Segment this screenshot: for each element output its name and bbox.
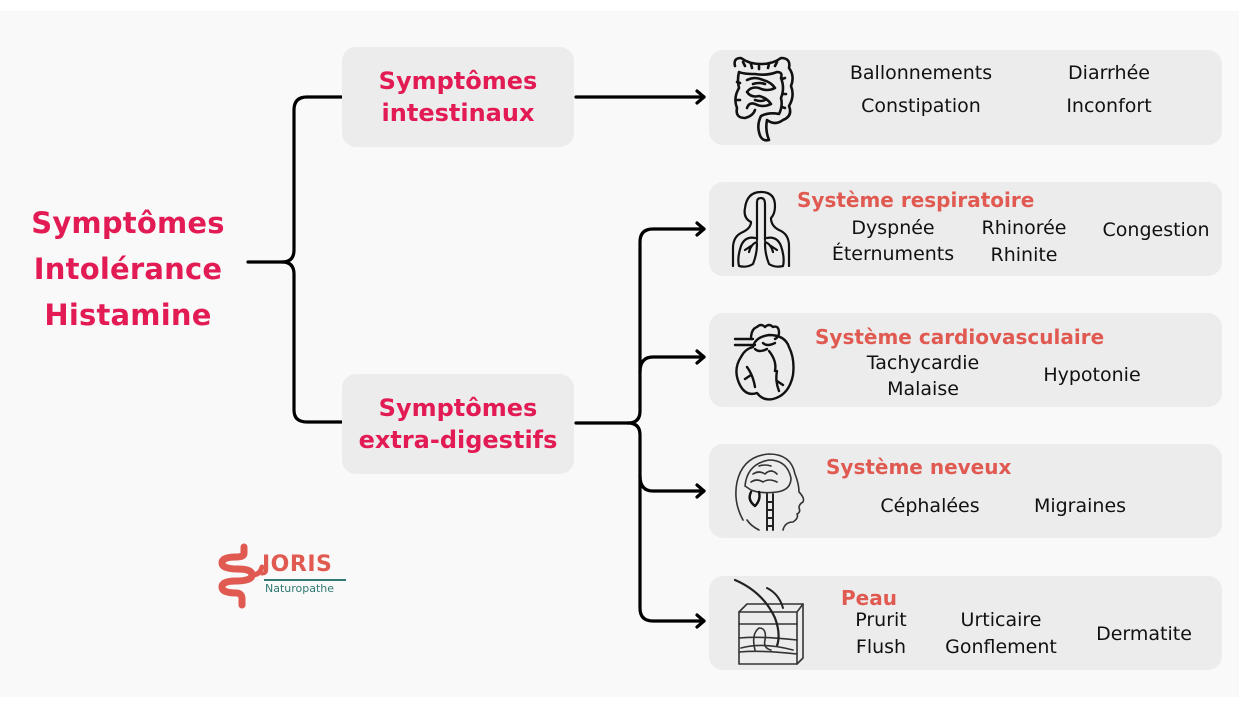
diagram-title: Symptômes Intolérance Histamine — [14, 200, 242, 338]
category-label: intestinaux — [381, 99, 535, 127]
intestine-logo-icon — [218, 543, 265, 609]
symptom-item: Diarrhée — [1068, 62, 1150, 84]
group-nervous: Système neveux Céphalées Migraines — [709, 444, 1222, 538]
symptom-item: Hypotonie — [1043, 364, 1141, 386]
category-label: extra-digestifs — [358, 426, 558, 454]
category-intestinal: Symptômes intestinaux — [342, 47, 574, 147]
brain-head-icon — [735, 453, 805, 531]
group-heading: Peau — [841, 586, 897, 610]
symptom-item: Malaise — [887, 378, 959, 400]
symptom-item: Dyspnée — [851, 217, 935, 239]
symptom-item: Rhinite — [990, 244, 1058, 266]
logo-subtitle: Naturopathe — [265, 582, 335, 595]
symptom-item: Flush — [855, 636, 907, 658]
symptom-item: Rhinorée — [981, 217, 1067, 239]
heart-icon — [733, 323, 795, 401]
title-line: Symptômes — [31, 206, 225, 240]
symptom-item: Dermatite — [1096, 623, 1192, 645]
title-line: Intolérance — [33, 252, 223, 286]
category-label: Symptômes — [378, 67, 538, 95]
symptom-item: Céphalées — [880, 495, 980, 517]
symptom-item: Prurit — [855, 609, 907, 631]
group-respiratory: Système respiratoire Dyspnée Rhinorée Co… — [709, 182, 1222, 276]
symptom-item: Gonflement — [945, 636, 1057, 658]
group-intestinal: Ballonnements Diarrhée Constipation Inco… — [709, 50, 1222, 145]
skin-icon — [733, 578, 804, 665]
symptom-item: Tachycardie — [866, 352, 980, 374]
symptom-item: Inconfort — [1066, 95, 1152, 117]
symptom-item: Constipation — [861, 95, 981, 117]
symptom-item: Migraines — [1033, 495, 1127, 517]
group-heading: Système neveux — [826, 455, 1012, 479]
symptom-item: Urticaire — [960, 609, 1042, 631]
symptom-item: Congestion — [1102, 219, 1210, 241]
lungs-icon — [731, 190, 791, 268]
symptom-item: Éternuments — [831, 243, 955, 265]
logo-divider — [264, 579, 346, 581]
group-cardiovascular: Système cardiovasculaire Tachycardie Mal… — [709, 313, 1222, 407]
symptom-item: Ballonnements — [849, 62, 993, 84]
group-heading: Système respiratoire — [797, 188, 1035, 212]
logo-name: JORIS — [262, 552, 333, 577]
category-label: Symptômes — [378, 394, 538, 422]
title-line: Histamine — [44, 298, 212, 332]
group-heading: Système cardiovasculaire — [815, 325, 1105, 349]
group-skin: Peau Prurit Urticaire Dermatite Flush Go… — [709, 576, 1222, 670]
category-extra-digestive: Symptômes extra-digestifs — [342, 374, 574, 474]
intestine-icon — [733, 56, 794, 142]
